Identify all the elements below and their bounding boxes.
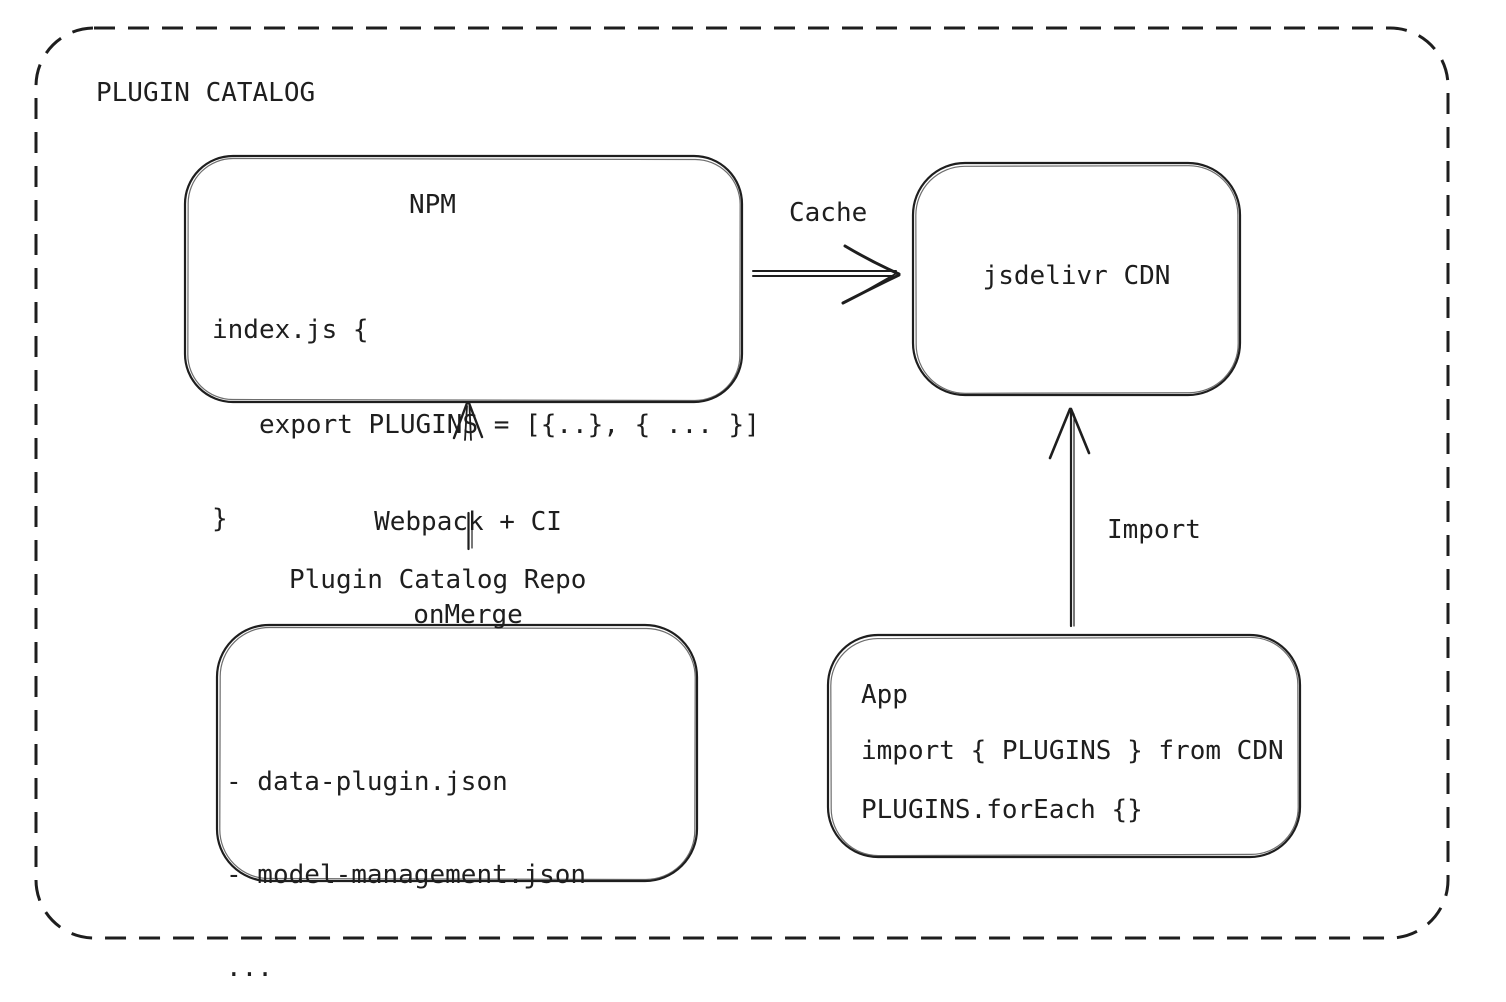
npm-node — [183, 154, 744, 404]
build-label: Webpack + CI onMerge — [320, 445, 616, 693]
build-label-line: onMerge — [413, 600, 523, 630]
repo-file-item: - model-management.json — [226, 860, 587, 890]
cache-label: Cache — [789, 198, 868, 228]
diagram-title: PLUGIN CATALOG — [96, 78, 316, 108]
app-title: App — [861, 680, 908, 710]
npm-code: index.js { export PLUGINS = [{..}, { ...… — [212, 252, 760, 599]
repo-node — [215, 623, 699, 883]
cache-arrow — [752, 244, 901, 305]
build-arrow — [452, 401, 484, 551]
app-node — [826, 633, 1302, 859]
build-label-line: Webpack + CI — [374, 507, 562, 537]
app-code-line: import { PLUGINS } from CDN — [861, 736, 1284, 766]
import-label: Import — [1107, 515, 1201, 545]
repo-file-list: - data-plugin.json - model-management.js… — [226, 705, 586, 1002]
npm-code-line: } — [212, 504, 228, 534]
repo-file-item: - data-plugin.json — [226, 767, 508, 797]
cdn-node — [911, 161, 1242, 397]
app-code-line: PLUGINS.forEach {} — [861, 795, 1143, 825]
import-arrow — [1048, 407, 1091, 628]
repo-label: Plugin Catalog Repo — [289, 565, 587, 595]
npm-code-line: index.js { — [212, 315, 369, 345]
plugin-catalog-frame — [34, 26, 1450, 940]
cdn-label: jsdelivr CDN — [982, 261, 1171, 291]
repo-file-item: ... — [226, 953, 273, 983]
npm-code-line: export PLUGINS = [{..}, { ... }] — [212, 409, 760, 440]
npm-title: NPM — [409, 190, 456, 220]
